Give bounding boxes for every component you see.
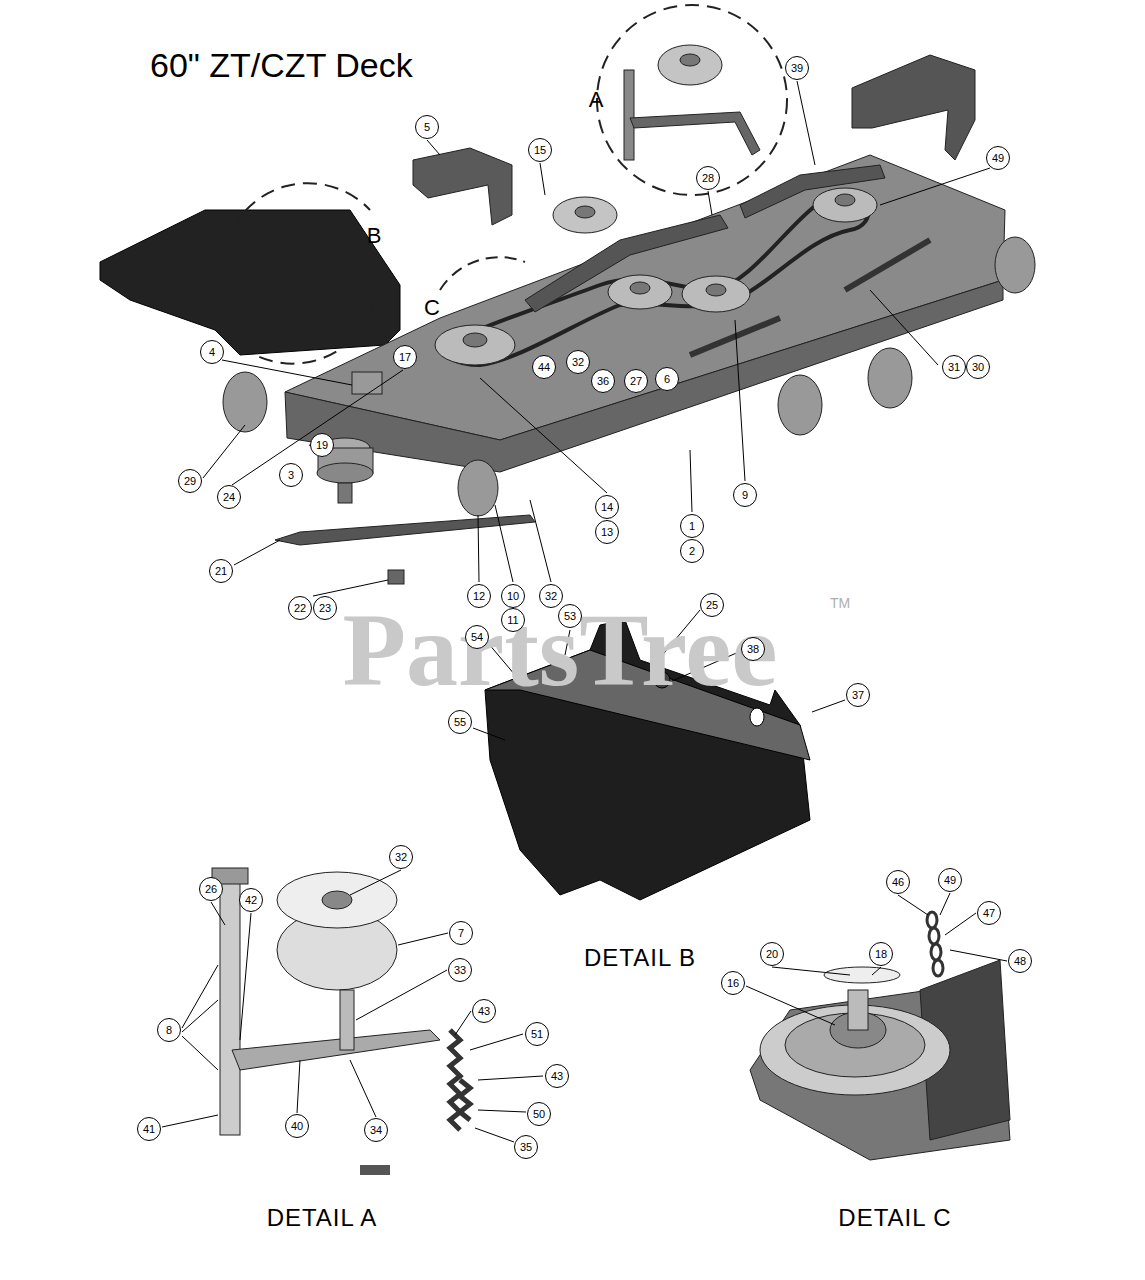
detail-letter: B xyxy=(367,224,382,248)
callout-number: 28 xyxy=(696,166,720,190)
callout-number: 3 xyxy=(279,463,303,487)
callout-number: 48 xyxy=(1008,949,1032,973)
callout-number: 24 xyxy=(217,485,241,509)
diagram-title: 60" ZT/CZT Deck xyxy=(150,45,413,85)
callout-number: 29 xyxy=(178,469,202,493)
callout-number: 15 xyxy=(528,138,552,162)
callout-number: 53 xyxy=(558,604,582,628)
callout-number: 38 xyxy=(741,637,765,661)
callout-number: 10 xyxy=(501,584,525,608)
callout-number: 13 xyxy=(595,520,619,544)
callout-number: 23 xyxy=(313,596,337,620)
callout-number: 11 xyxy=(501,608,525,632)
callout-number: 42 xyxy=(239,888,263,912)
callout-number: 2 xyxy=(680,539,704,563)
callout-number: 5 xyxy=(415,115,439,139)
callout-number: 47 xyxy=(977,901,1001,925)
callout-number: 50 xyxy=(527,1102,551,1126)
callout-number: 18 xyxy=(869,942,893,966)
callout-number: 14 xyxy=(595,495,619,519)
callout-number: 26 xyxy=(199,877,223,901)
detail-caption: DETAIL C xyxy=(838,1204,951,1232)
callout-number: 22 xyxy=(288,596,312,620)
callout-number: 49 xyxy=(986,146,1010,170)
callout-number: 20 xyxy=(760,942,784,966)
callout-number: 9 xyxy=(733,483,757,507)
callout-number: 1 xyxy=(680,514,704,538)
detail-letter: C xyxy=(424,296,440,320)
callout-number: 6 xyxy=(655,367,679,391)
callout-number: 32 xyxy=(566,350,590,374)
callout-number: 27 xyxy=(624,369,648,393)
callout-number: 41 xyxy=(137,1117,161,1141)
trademark: TM xyxy=(830,595,850,611)
detail-caption: DETAIL B xyxy=(584,944,696,972)
callout-number: 4 xyxy=(200,340,224,364)
callout-number: 40 xyxy=(285,1114,309,1138)
callout-number: 33 xyxy=(448,958,472,982)
callout-number: 17 xyxy=(393,345,417,369)
callout-number: 19 xyxy=(310,433,334,457)
callout-number: 37 xyxy=(846,683,870,707)
detail-caption: DETAIL A xyxy=(267,1204,378,1232)
callout-number: 39 xyxy=(785,56,809,80)
callout-number: 34 xyxy=(364,1118,388,1142)
callout-number: 49 xyxy=(938,868,962,892)
callout-number: 8 xyxy=(157,1018,181,1042)
callout-number: 30 xyxy=(966,355,990,379)
callout-number: 21 xyxy=(209,559,233,583)
callout-number: 54 xyxy=(465,625,489,649)
callout-number: 36 xyxy=(591,369,615,393)
callout-number: 55 xyxy=(448,710,472,734)
callout-number: 51 xyxy=(525,1022,549,1046)
callout-number: 31 xyxy=(942,355,966,379)
callout-number: 43 xyxy=(472,999,496,1023)
callout-number: 7 xyxy=(449,921,473,945)
callout-number: 43 xyxy=(545,1064,569,1088)
callout-number: 46 xyxy=(886,870,910,894)
callout-number: 35 xyxy=(514,1135,538,1159)
callout-number: 16 xyxy=(721,971,745,995)
detail-letter: A xyxy=(589,88,604,112)
callout-number: 25 xyxy=(700,593,724,617)
callout-number: 12 xyxy=(467,584,491,608)
callout-number: 32 xyxy=(539,584,563,608)
callout-number: 44 xyxy=(532,355,556,379)
callout-number: 32 xyxy=(389,845,413,869)
